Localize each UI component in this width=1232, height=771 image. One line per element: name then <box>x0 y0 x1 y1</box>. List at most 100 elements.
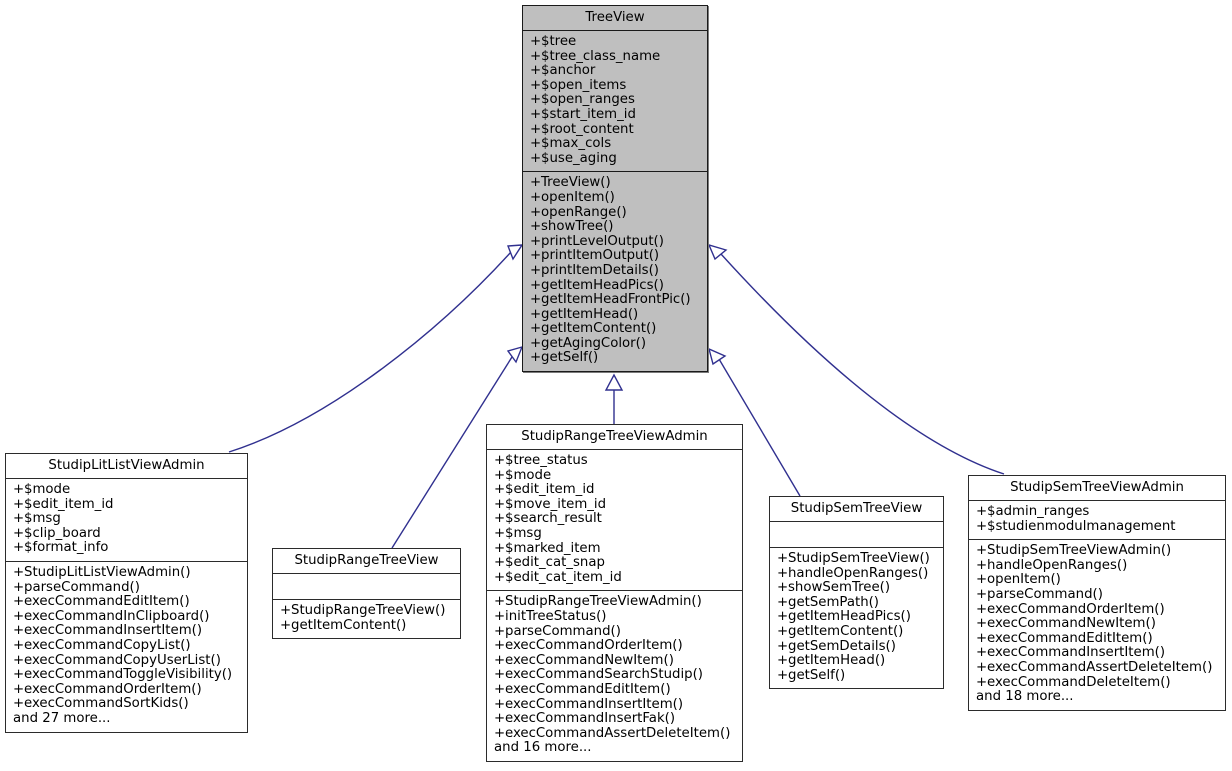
class-member: +$move_item_id <box>494 496 607 512</box>
visibility-public-icon: + <box>494 569 506 585</box>
class-member: +$tree <box>530 34 577 49</box>
class-member: +execCommandCopyUserList() <box>13 652 221 668</box>
visibility-public-icon: + <box>530 248 542 264</box>
class-member: +showTree() <box>530 219 614 235</box>
visibility-public-icon: + <box>530 292 542 308</box>
class-member: +$msg <box>494 525 542 541</box>
class-methods-treeview: +TreeView()+openItem()+openRange()+showT… <box>523 172 707 371</box>
class-node-studiprangetreeviewadmin[interactable]: StudipRangeTreeViewAdmin +$tree_status +$… <box>486 424 743 762</box>
visibility-public-icon: + <box>494 511 506 527</box>
class-member: +initTreeStatus() <box>494 608 607 624</box>
class-member: +execCommandInsertItem() <box>976 645 1166 661</box>
class-member: +execCommandInsertItem() <box>494 696 684 712</box>
class-member: +execCommandInsertItem() <box>13 623 203 639</box>
class-member: +$format_info <box>13 540 109 556</box>
edge-rangetreeviewadmin-treeview <box>604 373 624 424</box>
class-member: +execCommandDeleteItem() <box>976 674 1171 690</box>
visibility-public-icon: + <box>494 638 506 654</box>
visibility-public-icon: + <box>976 518 988 534</box>
visibility-public-icon: + <box>13 525 25 541</box>
class-member: +$search_result <box>494 511 602 527</box>
class-member: +$max_cols <box>530 136 612 152</box>
class-member: +parseCommand() <box>13 579 140 595</box>
visibility-public-icon: + <box>777 580 789 596</box>
class-member: +openItem() <box>976 572 1061 588</box>
visibility-public-icon: + <box>13 681 25 697</box>
visibility-public-icon: + <box>494 594 506 610</box>
class-methods-studiprangetreeviewadmin: +StudipRangeTreeViewAdmin()+initTreeStat… <box>487 591 742 761</box>
class-member: +$tree_status <box>494 453 588 468</box>
class-node-studiplitlistviewadmin[interactable]: StudipLitListViewAdmin +$mode+$edit_item… <box>5 453 248 733</box>
class-member: +$root_content <box>530 121 634 137</box>
class-member: +getItemContent() <box>280 617 407 633</box>
visibility-public-icon: + <box>976 674 988 690</box>
class-member: +getItemHeadPics() <box>530 277 664 293</box>
visibility-public-icon: + <box>976 659 988 675</box>
class-attributes-studipsemtreeview <box>770 522 943 548</box>
class-title-treeview: TreeView <box>523 6 707 31</box>
class-member: +getSelf() <box>530 350 599 366</box>
class-node-treeview[interactable]: TreeView +$tree+$tree_class_name+$anchor… <box>522 5 708 373</box>
visibility-public-icon: + <box>976 601 988 617</box>
class-member: +TreeView() <box>530 175 611 191</box>
visibility-public-icon: + <box>494 711 506 727</box>
class-node-studipsemtreeviewadmin[interactable]: StudipSemTreeViewAdmin +$admin_ranges+$s… <box>968 475 1226 711</box>
class-member: +execCommandSearchStudip() <box>494 667 703 683</box>
class-member: +getItemHead() <box>777 653 886 669</box>
class-title-studipsemtreeviewadmin: StudipSemTreeViewAdmin <box>969 476 1225 501</box>
class-member: +execCommandOrderItem() <box>976 601 1165 617</box>
visibility-public-icon: + <box>494 467 506 483</box>
class-attributes-studiplitlistviewadmin: +$mode+$edit_item_id+$msg+$clip_board+$f… <box>6 479 247 562</box>
visibility-public-icon: + <box>494 555 506 571</box>
class-member: +$edit_cat_item_id <box>494 569 622 585</box>
visibility-public-icon: + <box>530 150 542 166</box>
class-member: +$use_aging <box>530 150 617 166</box>
edge-semtreeviewadmin-treeview <box>707 243 1005 475</box>
class-member: +$open_items <box>530 77 627 93</box>
visibility-public-icon: + <box>494 681 506 697</box>
visibility-public-icon: + <box>530 233 542 249</box>
class-member: +$edit_item_id <box>494 482 595 498</box>
visibility-public-icon: + <box>976 572 988 588</box>
class-member: +getItemContent() <box>777 623 904 639</box>
visibility-public-icon: + <box>13 594 25 610</box>
visibility-public-icon: + <box>13 696 25 712</box>
visibility-public-icon: + <box>530 121 542 137</box>
visibility-public-icon: + <box>530 321 542 337</box>
class-member: +$admin_ranges <box>976 504 1090 519</box>
visibility-public-icon: + <box>777 551 789 566</box>
visibility-public-icon: + <box>494 608 506 624</box>
class-member: +getSemDetails() <box>777 638 896 654</box>
visibility-public-icon: + <box>530 77 542 93</box>
class-methods-studiprangetreeview: +StudipRangeTreeView()+getItemContent() <box>273 600 460 638</box>
class-member: +StudipLitListViewAdmin() <box>13 564 191 580</box>
class-member: +printItemOutput() <box>530 248 660 264</box>
visibility-public-icon: + <box>494 540 506 556</box>
visibility-public-icon: + <box>13 652 25 668</box>
class-member: +$clip_board <box>13 525 101 541</box>
class-title-studiplitlistviewadmin: StudipLitListViewAdmin <box>6 454 247 479</box>
class-member: +StudipSemTreeViewAdmin() <box>976 543 1172 559</box>
visibility-public-icon: + <box>494 496 506 512</box>
visibility-public-icon: + <box>976 616 988 632</box>
visibility-public-icon: + <box>494 453 506 468</box>
class-member: +printItemDetails() <box>530 262 659 278</box>
visibility-public-icon: + <box>976 586 988 602</box>
visibility-public-icon: + <box>13 608 25 624</box>
class-member: +execCommandAssertDeleteItem() <box>494 725 731 741</box>
class-member: +execCommandToggleVisibility() <box>13 667 233 683</box>
class-node-studiprangetreeview[interactable]: StudipRangeTreeView +StudipRangeTreeView… <box>272 548 461 640</box>
visibility-public-icon: + <box>777 565 789 581</box>
visibility-public-icon: + <box>280 603 292 618</box>
visibility-public-icon: + <box>530 277 542 293</box>
class-title-studipsemtreeview: StudipSemTreeView <box>770 497 943 522</box>
visibility-public-icon: + <box>494 482 506 498</box>
visibility-public-icon: + <box>530 92 542 108</box>
class-title-studiprangetreeviewadmin: StudipRangeTreeViewAdmin <box>487 425 742 450</box>
class-node-studipsemtreeview[interactable]: StudipSemTreeView +StudipSemTreeView()+h… <box>769 496 944 690</box>
visibility-public-icon: + <box>530 306 542 322</box>
class-methods-studiplitlistviewadmin: +StudipLitListViewAdmin()+parseCommand()… <box>6 562 247 732</box>
visibility-public-icon: + <box>530 48 542 64</box>
visibility-public-icon: + <box>13 482 25 497</box>
